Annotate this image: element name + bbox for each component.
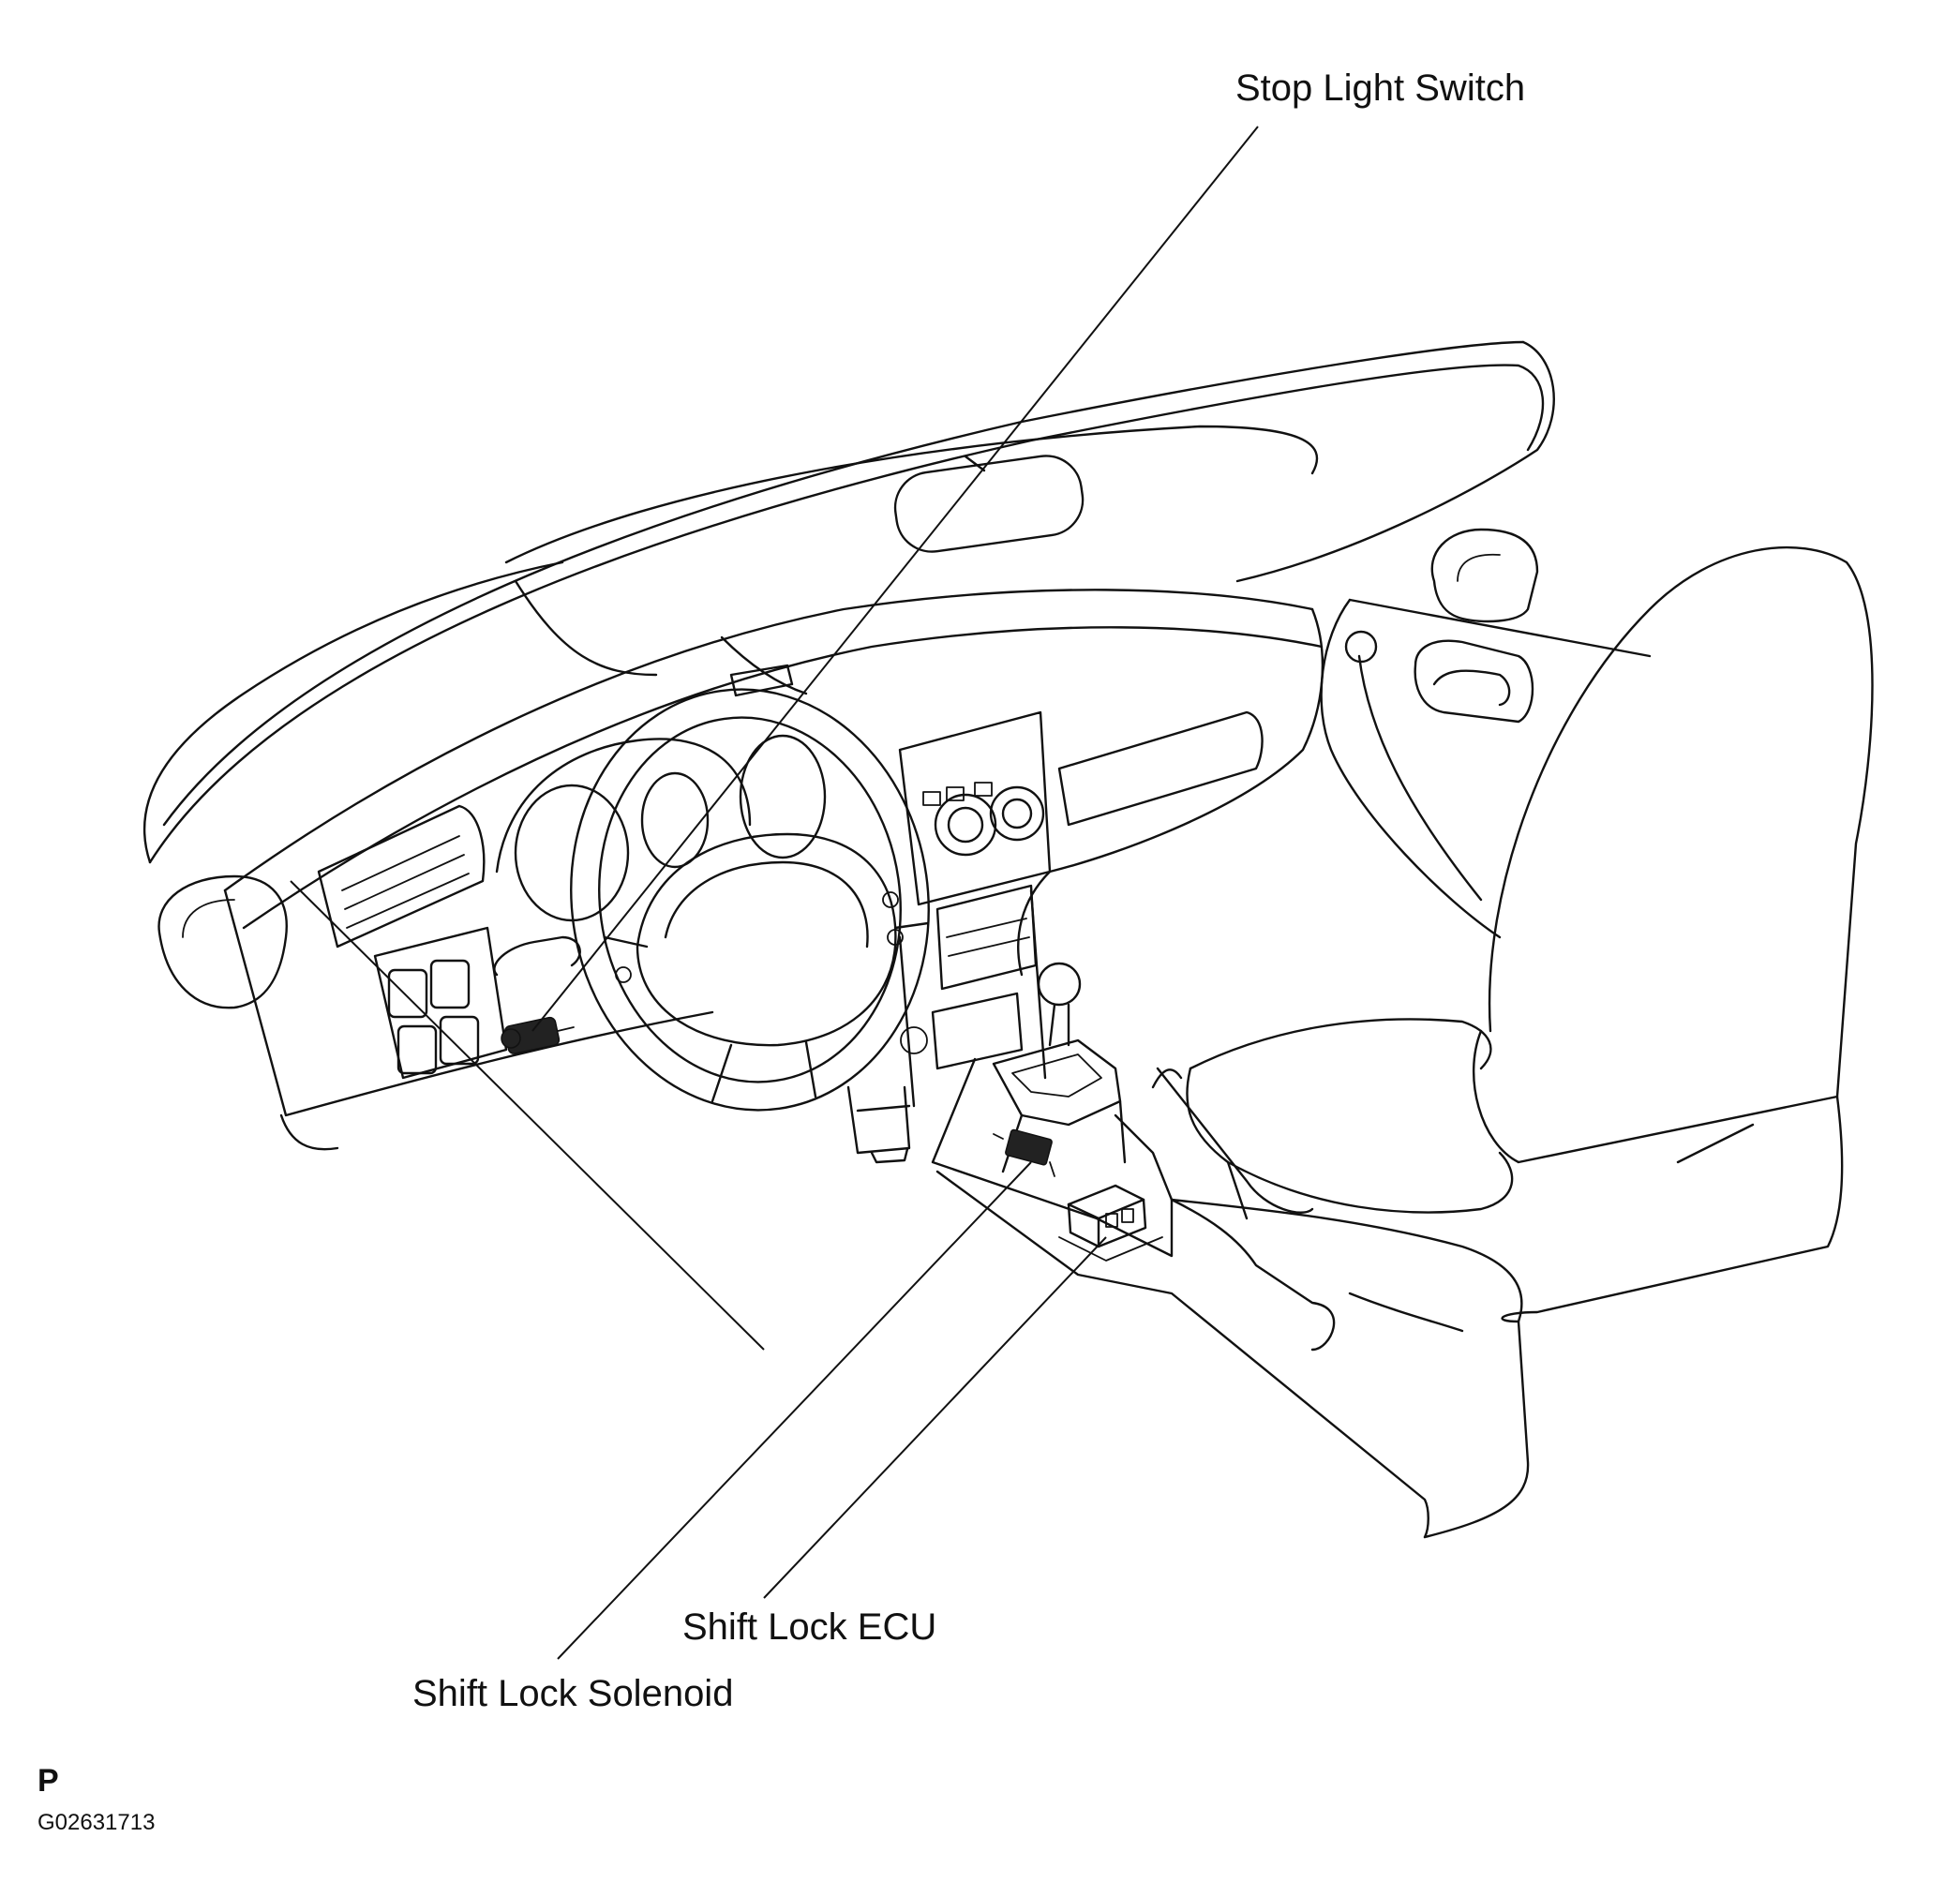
windshield-frame [142,340,1555,864]
left-vent-and-switches [317,804,508,1080]
leader-lines [290,126,1259,1660]
floor-console [935,1067,1530,1539]
leader-shift-lock-solenoid [557,1161,1032,1660]
figure-code: G02631713 [37,1810,156,1835]
view-letter: P [37,1763,59,1799]
left-side-mirror [157,874,288,1009]
shift-lock-solenoid-part [993,1128,1055,1177]
shift-lock-ecu-label: Shift Lock ECU [682,1606,937,1648]
shift-lock-ecu-part [1058,1184,1163,1262]
leader-vent-reference [290,880,765,1351]
dashboard [223,589,1324,1151]
gear-shifter [931,962,1174,1258]
steering-wheel [570,688,930,1112]
stop-light-switch-part [501,1016,575,1054]
passenger-seat [1186,545,1874,1323]
right-door [1320,528,1652,939]
leader-stop-light-switch [531,126,1259,1032]
leader-shift-lock-ecu [763,1236,1107,1599]
stop-light-switch-label: Stop Light Switch [1235,67,1526,109]
shift-lock-solenoid-label: Shift Lock Solenoid [412,1673,734,1714]
rear-view-mirror [893,455,1085,553]
steering-column [493,935,911,1164]
center-stack [898,710,1052,1108]
instrument-cluster [495,664,827,922]
